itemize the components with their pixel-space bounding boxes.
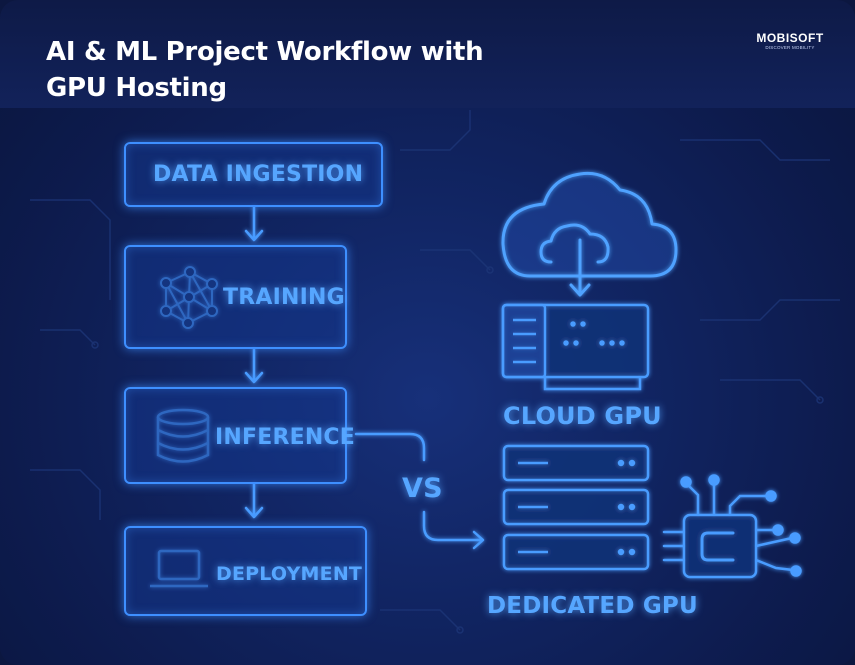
step-label-inference: INFERENCE: [215, 425, 356, 450]
server-unit-2: [502, 488, 650, 526]
dedicated-gpu-label: DEDICATED GPU: [487, 593, 698, 619]
gpu-card-icon: [501, 303, 650, 391]
circuit-background: [30, 110, 840, 634]
cloud-gpu-label: CLOUD GPU: [503, 402, 662, 430]
step-training: TRAINING: [124, 245, 347, 349]
logo-name: MOBISOFT: [756, 31, 824, 45]
chip-icon: [662, 474, 802, 579]
arrow-ingestion-to-training: [244, 205, 264, 242]
server-unit-3: [502, 533, 650, 571]
step-label-training: TRAINING: [223, 285, 345, 310]
step-data-ingestion: DATA INGESTION: [124, 142, 383, 207]
server-rack-icon: [502, 444, 650, 571]
page-title: AI & ML Project Workflow with GPU Hostin…: [46, 34, 484, 106]
header-band: [0, 0, 855, 108]
brand-logo: MOBISOFT DISCOVER MOBILITY: [752, 31, 828, 51]
arrow-inference-to-deployment: [244, 482, 264, 519]
cloud-upload-icon: [501, 171, 678, 297]
step-label-data-ingestion: DATA INGESTION: [153, 162, 364, 187]
title-line-1: AI & ML Project Workflow with: [46, 37, 484, 67]
step-label-deployment: DEPLOYMENT: [216, 563, 363, 585]
step-inference: INFERENCE: [124, 387, 355, 484]
connector-to-vs: [354, 432, 426, 462]
connector-vs-to-dedicated: [422, 510, 485, 550]
workflow-arrows: [244, 205, 485, 550]
vs-label: VS: [402, 473, 443, 504]
arrow-training-to-inference: [244, 347, 264, 384]
logo-tagline: DISCOVER MOBILITY: [765, 45, 815, 50]
title-line-2: GPU Hosting: [46, 73, 227, 103]
server-unit-1: [502, 444, 650, 482]
step-deployment: DEPLOYMENT: [124, 526, 367, 616]
